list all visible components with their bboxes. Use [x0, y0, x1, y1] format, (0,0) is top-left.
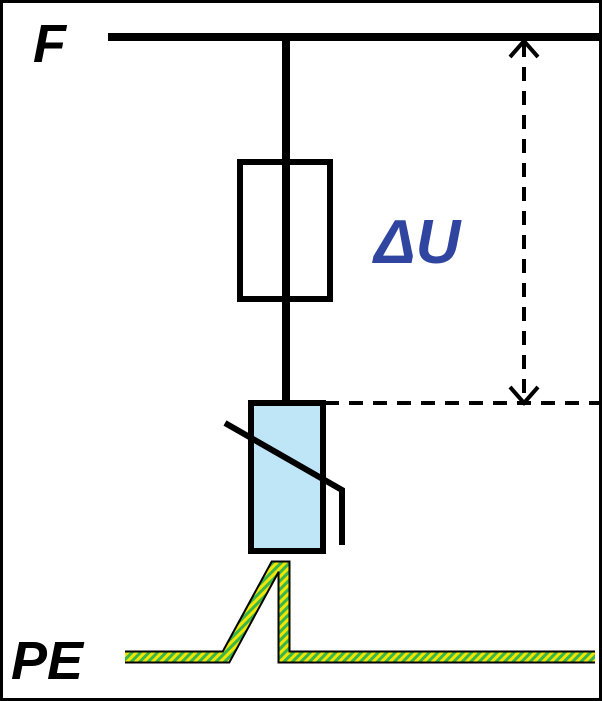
voltage-drop-label: ΔU	[372, 208, 463, 277]
voltage-drop-arrow-bottom	[508, 385, 540, 407]
phase-label: F	[33, 14, 68, 74]
circuit-svg: F ΔU PE	[11, 14, 599, 691]
protective-earth-label: PE	[11, 631, 85, 691]
varistor-nonlinear-mark	[223, 420, 345, 545]
pe-conductor-outline	[125, 560, 595, 664]
varistor	[248, 400, 326, 554]
pe-conductor	[125, 562, 595, 662]
voltage-drop-arrow-top	[508, 37, 540, 59]
